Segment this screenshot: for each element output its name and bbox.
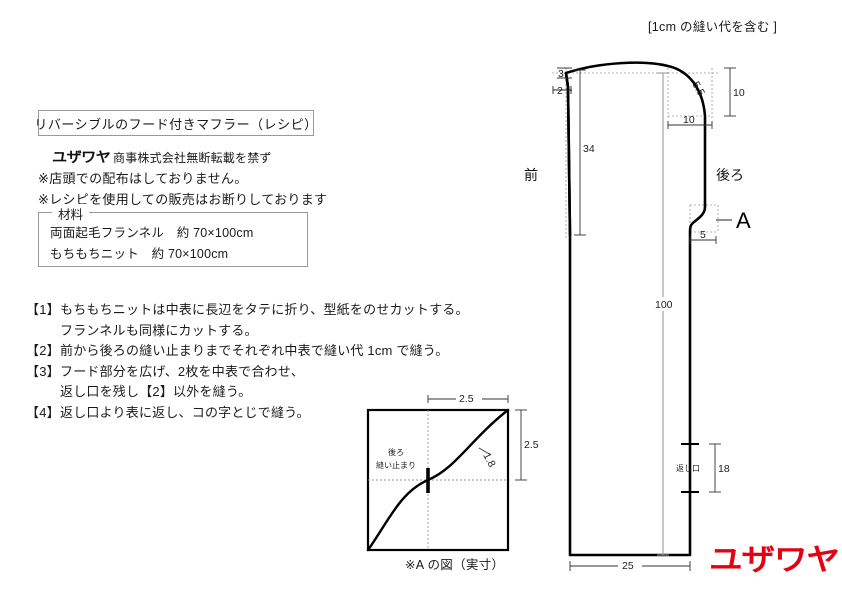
page-title: リバーシブルのフード付きマフラー（レシピ） [34,116,318,132]
dim-10-vertical: 10 [724,67,745,117]
opening-notches [681,443,699,493]
svg-text:25: 25 [622,560,634,572]
dim-25-bottom: 25 [569,559,691,572]
step-item: 【3】 フード部分を広げ、2枚を中表で合わせ、 返し口を残し【2】以外を縫う。 [26,362,486,403]
label-front: 前 [524,167,538,183]
detail-height-value: 2.5 [524,439,539,451]
notice-no-resale: ※レシピを使用しての販売はお断りしております [38,192,328,207]
recipe-title-box: リバーシブルのフード付きマフラー（レシピ） [34,110,317,136]
step-text: 返し口より表に返し、コの字とじで縫う。 [60,404,310,420]
dim-2: 2 [552,85,572,97]
pattern-outline [564,61,707,557]
step-number: 【3】 [26,363,60,379]
copyright-text: 商事株式会社無断転載を禁ず [113,151,272,165]
svg-text:18: 18 [718,463,730,475]
label-a-group: A [716,208,751,233]
seam-allowance-note: [1cm の縫い代を含む ] [648,20,778,34]
detail-dim-width: 2.5 [427,392,509,405]
detail-diagram: 後ろ 縫い止まり 2.5 2.5 1.8 [366,392,539,552]
detail-caption: ※A の図（実寸） [405,558,505,572]
detail-dim-diagonal: 1.8 [478,447,498,470]
construction-guides [552,68,719,240]
main-pattern-drawing: 3 2 34 5.5 [524,61,751,572]
detail-dim-height: 2.5 [515,409,539,481]
front-edge [564,71,572,237]
label-turning-opening: 返し口 [676,464,700,473]
yuzawaya-logo: ユザワヤ [709,543,840,578]
dim-18: 18 [709,443,730,493]
step-number: 【2】 [26,343,60,358]
svg-text:10: 10 [683,114,695,126]
instruction-steps: 【1】 もちもちニットは中表に長辺をタテに折り、型紙をのせカットする。 フランネ… [26,300,486,423]
label-back-stop-line2: 縫い止まり [376,460,416,470]
detail-diagonal-value: 1.8 [480,451,498,470]
svg-text:2: 2 [557,85,563,97]
step-text-cont: フランネルも同様にカットする。 [60,322,258,338]
dim-100: 100 [652,72,676,556]
label-a: A [736,208,751,233]
svg-text:10: 10 [733,87,745,99]
material-item-knit: もちもちニット 約 70×100cm [50,247,229,261]
step-item: 【2】 前から後ろの縫い止まりまでそれぞれ中表で縫い代 1cm で縫う。 [26,341,486,362]
step-text-cont: 返し口を残し【2】以外を縫う。 [60,384,252,399]
svg-text:3: 3 [558,68,564,80]
step-number: 【4】 [26,404,60,420]
step-text: もちもちニットは中表に長辺をタテに折り、型紙をのせカットする。 [60,302,469,317]
detail-guides [368,410,508,550]
dim-3: 3 [557,67,572,80]
step-text: 前から後ろの縫い止まりまでそれぞれ中表で縫い代 1cm で縫う。 [60,343,449,358]
dim-5: 5 [689,229,717,244]
label-back: 後ろ [716,167,744,183]
dim-34: 34 [574,69,595,236]
brand-copyright-line: ユザワヤ 商事株式会社無断転載を禁ず [52,147,272,167]
brand-logo-text: ユザワヤ [52,150,111,166]
materials-box [38,212,308,267]
step-text: フード部分を広げ、2枚を中表で合わせ、 [60,363,305,379]
detail-width-value: 2.5 [459,393,474,405]
svg-text:5: 5 [700,229,706,241]
notice-no-store-distribution: ※店頭での配布はしておりません。 [38,171,248,186]
step-number: 【1】 [26,302,60,317]
step-item: 【4】 返し口より表に返し、コの字とじで縫う。 [26,403,486,424]
materials-legend: 材料 [52,204,90,223]
svg-text:34: 34 [583,143,595,155]
dim-10-horizontal: 10 [667,114,713,129]
label-back-stop-line1: 後ろ [388,447,404,457]
material-item-flannel: 両面起毛フランネル 約 70×100cm [50,226,254,240]
svg-text:100: 100 [655,299,673,311]
step-item: 【1】 もちもちニットは中表に長辺をタテに折り、型紙をのせカットする。 フランネ… [26,300,486,341]
